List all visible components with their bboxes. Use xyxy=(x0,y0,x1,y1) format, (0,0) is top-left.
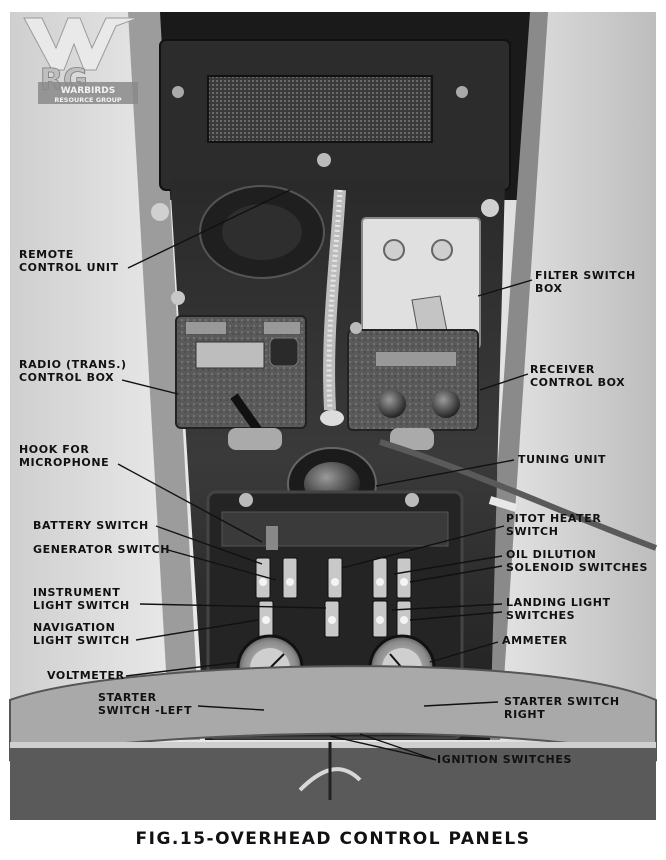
label-radio-trans-control-box: RADIO (TRANS.)CONTROL BOX xyxy=(19,358,127,384)
label-battery-switch: BATTERY SWITCH xyxy=(33,519,149,532)
label-generator-switch: GENERATOR SWITCH xyxy=(33,543,171,556)
svg-text:WARBIRDS: WARBIRDS xyxy=(61,86,116,96)
figure-caption: FIG.15-OVERHEAD CONTROL PANELS xyxy=(135,829,531,849)
label-tuning-unit: TUNING UNIT xyxy=(518,453,607,466)
label-ammeter: AMMETER xyxy=(502,634,568,647)
svg-text:RESOURCE GROUP: RESOURCE GROUP xyxy=(54,96,122,104)
label-ignition-switches: IGNITION SWITCHES xyxy=(437,753,572,766)
warbirds-resource-group-logo: RG WARBIRDS RESOURCE GROUP xyxy=(23,17,139,104)
label-voltmeter: VOLTMETER xyxy=(47,669,125,682)
